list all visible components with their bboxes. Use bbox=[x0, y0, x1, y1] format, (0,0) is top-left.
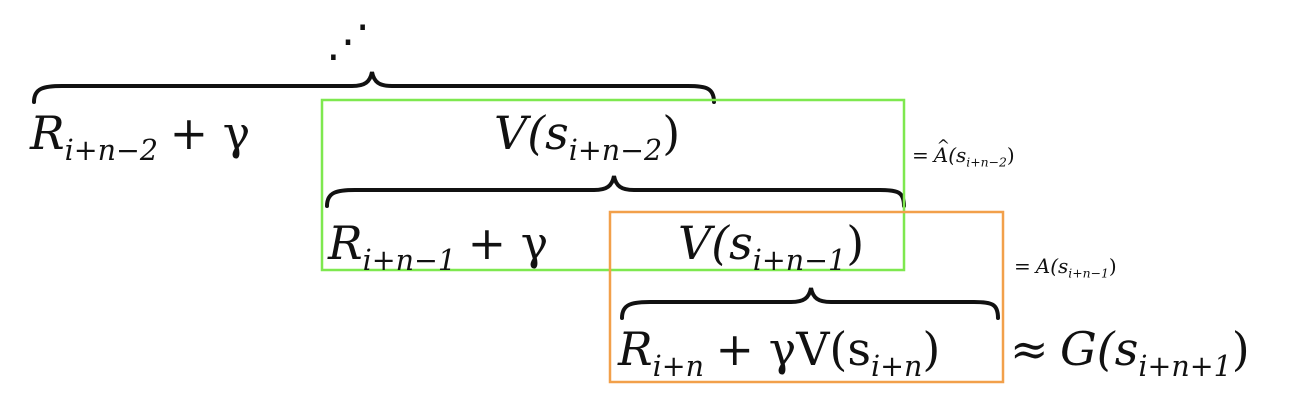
a-hat-annotation: =A(si+n−2) bbox=[912, 138, 1015, 169]
row2-left-term: Ri+n−1+ γ bbox=[328, 216, 549, 277]
orange-box bbox=[608, 210, 1005, 384]
top-dots: ⋰ bbox=[326, 16, 370, 67]
overbrace-middle bbox=[325, 175, 906, 208]
green-box bbox=[320, 98, 906, 272]
overbrace-bottom bbox=[620, 287, 1000, 320]
row1-left-term: Ri+n−2+ γ bbox=[30, 106, 251, 167]
a-annotation: =A(si+n−1) bbox=[1014, 254, 1117, 281]
g-approx-term: ≈G(si+n+1) bbox=[1010, 322, 1250, 383]
overbrace-top bbox=[32, 71, 716, 104]
row3-term: Ri+n+ γV(si+n) bbox=[618, 322, 941, 383]
row2-value-term: V(si+n−1) bbox=[678, 216, 865, 277]
row1-value-term: V(si+n−2) bbox=[494, 106, 681, 167]
